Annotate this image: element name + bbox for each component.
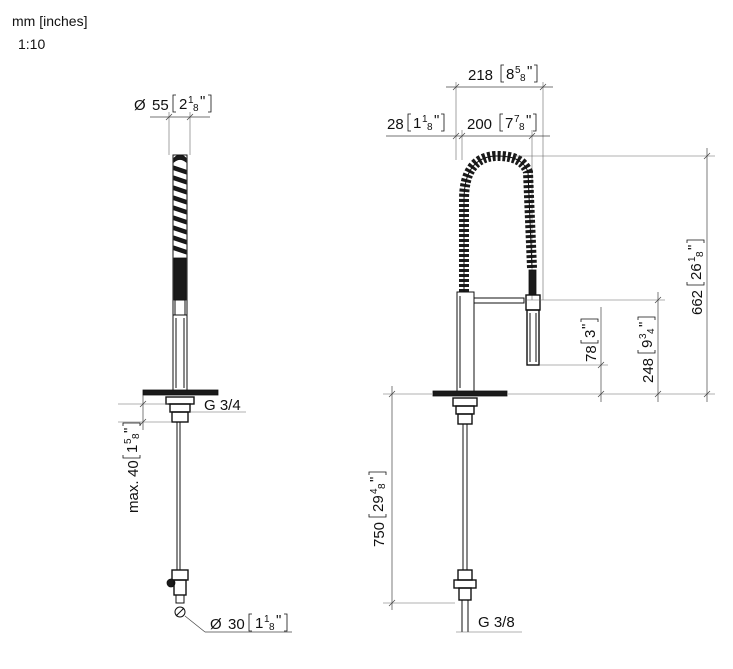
units-label: mm [inches] (12, 13, 88, 29)
height-inch-den: 8 (695, 251, 706, 257)
diameter-inch-den: 8 (193, 103, 199, 114)
diameter30-inch-den: 8 (269, 622, 275, 633)
below-inch-mark: " (367, 477, 384, 482)
dimension-column-and-reach: 28 1 1 8 " 200 7 7 8 " (386, 112, 550, 300)
diameter30-inch-whole: 1 (255, 615, 263, 632)
spray-inch-mark: " (579, 324, 596, 329)
max-inch-num: 5 (123, 438, 134, 444)
dimension-overall-height: 662 26 1 8 " (508, 148, 715, 402)
reach-inch-whole: 7 (505, 115, 513, 132)
scale-label: 1:10 (18, 36, 46, 52)
reach-inch-mark: " (526, 112, 531, 129)
height-inch-mark: " (685, 245, 702, 250)
max-inch-whole: 1 (124, 445, 141, 453)
faucet-arm (473, 297, 525, 304)
diameter-inch-num: 1 (188, 95, 194, 106)
height-mm-value: 662 (689, 290, 706, 315)
arm-mm-value: 248 (640, 358, 657, 383)
arm-inch-num: 3 (638, 333, 649, 339)
height-inch-whole: 26 (688, 263, 705, 280)
fixing-nut-right (452, 397, 478, 425)
spring-hose (459, 150, 537, 292)
dimension-max-40: max. 40 1 5 8 " (118, 395, 172, 513)
counter-plate-right (432, 390, 508, 397)
hose-coil (172, 154, 188, 316)
diameter30-mm-value: 30 (228, 616, 245, 633)
diameter-mm-value: 55 (152, 97, 169, 114)
diameter30-inch-mark: " (276, 612, 281, 629)
reach-mm-value: 200 (467, 116, 492, 133)
column-inch-num: 1 (422, 114, 428, 125)
column-inch-whole: 1 (413, 115, 421, 132)
dimension-overall-width: 218 8 5 8 " (446, 63, 553, 300)
width-inch-den: 8 (520, 73, 526, 84)
column-inch-den: 8 (427, 122, 433, 133)
reach-inch-num: 7 (514, 114, 520, 125)
width-inch-num: 5 (515, 65, 521, 76)
spray-head (525, 269, 541, 366)
faucet-column (456, 291, 475, 393)
thread-label-left: G 3/4 (204, 397, 241, 414)
column-inch-mark: " (434, 112, 439, 129)
arm-inch-whole: 9 (639, 340, 656, 348)
shower-body (172, 314, 188, 392)
thread-label-right: G 3/8 (478, 614, 515, 631)
diameter-inch-whole: 2 (179, 96, 187, 113)
column-mm-value: 28 (387, 116, 404, 133)
below-inch-num: 4 (369, 488, 380, 494)
arm-inch-mark: " (636, 322, 653, 327)
diameter-inch-mark: " (200, 93, 205, 110)
lower-valve (166, 569, 189, 618)
left-view: Ø 55 2 1 8 " (118, 93, 292, 633)
width-mm-value: 218 (468, 67, 493, 84)
max-inch-mark: " (121, 428, 138, 433)
dimension-below-counter: 750 29 4 8 " (367, 386, 455, 610)
fixing-nut (165, 396, 246, 423)
max-prefix: max. (125, 480, 142, 513)
below-inch-whole: 29 (370, 495, 387, 512)
dimension-spray-height: 78 3 " (540, 307, 608, 402)
counter-plate (142, 389, 219, 396)
dimension-diameter-30: Ø 30 1 1 8 " (184, 612, 292, 633)
spray-mm-value: 78 (583, 345, 600, 362)
arm-inch-den: 4 (646, 328, 657, 334)
drawing-header: mm [inches] 1:10 (12, 10, 87, 56)
dimension-arm-height: 248 9 3 4 " (526, 292, 665, 402)
spray-inch-whole: 3 (582, 330, 599, 338)
height-inch-num: 1 (687, 256, 698, 262)
below-mm-value: 750 (371, 522, 388, 547)
lower-valve-right (453, 569, 477, 632)
max-inch-den: 8 (131, 433, 142, 439)
diameter30-symbol: Ø (210, 616, 222, 633)
max-mm-value: 40 (125, 460, 142, 477)
below-inch-den: 8 (377, 483, 388, 489)
width-inch-mark: " (527, 63, 532, 80)
width-inch-whole: 8 (506, 66, 514, 83)
diameter30-inch-num: 1 (264, 614, 270, 625)
reach-inch-den: 8 (519, 122, 525, 133)
diameter-symbol: Ø (134, 97, 146, 114)
dimension-diameter-55: Ø 55 2 1 8 " (134, 93, 212, 155)
right-view: 218 8 5 8 " 28 1 1 8 " 200 7 7 (367, 63, 715, 633)
